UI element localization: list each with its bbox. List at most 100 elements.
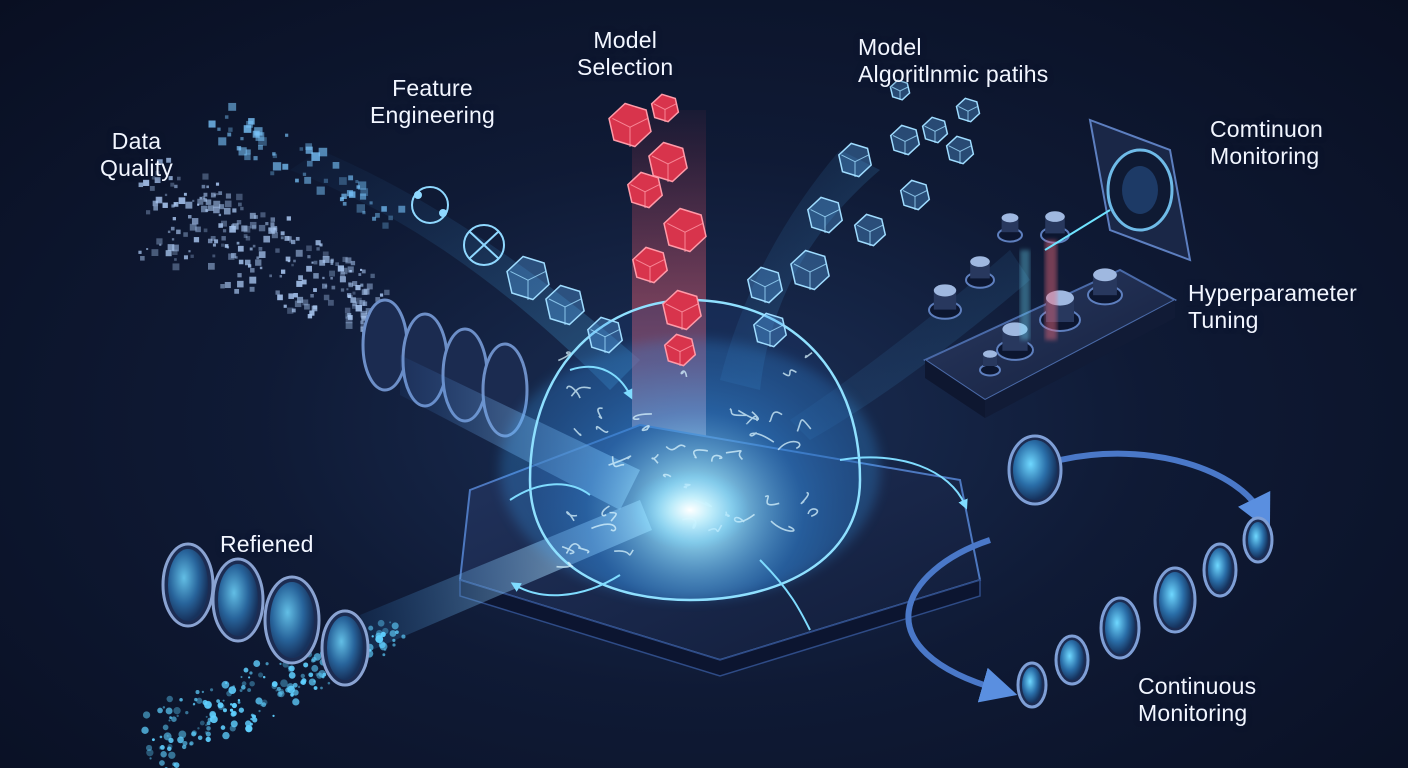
refined-particle <box>178 730 187 739</box>
data-particle <box>355 297 362 305</box>
feature-particle <box>362 211 366 215</box>
label-data-quality-line1: Data <box>111 128 162 154</box>
refined-particle <box>311 664 319 672</box>
label-monitoring-top-line2: Monitoring <box>1210 143 1320 169</box>
refined-particle <box>371 635 374 638</box>
feature-particle <box>382 222 389 229</box>
feature-particle <box>246 120 254 128</box>
label-continuous-monitoring-line1: Continuous <box>1138 673 1257 699</box>
feature-particle <box>375 212 380 218</box>
refined-particle <box>220 725 226 730</box>
feature-particle <box>244 153 251 161</box>
feature-particle <box>305 143 313 150</box>
refined-particle <box>232 685 236 688</box>
data-particle <box>249 286 255 292</box>
refined-particle <box>297 685 301 689</box>
refined-particle <box>301 678 307 684</box>
data-particle <box>345 322 353 329</box>
refined-particle <box>401 634 406 639</box>
data-particle <box>232 208 237 213</box>
polyhedron-icon <box>889 79 911 101</box>
refined-particle <box>389 630 397 637</box>
refined-particle <box>204 700 213 709</box>
data-particle <box>384 289 390 296</box>
refined-particle <box>216 699 220 703</box>
refined-particle <box>265 662 269 666</box>
refined-particle <box>253 660 261 667</box>
refined-particle <box>308 672 314 678</box>
feature-particle <box>388 215 393 221</box>
refined-particle <box>238 707 245 713</box>
brain-fold <box>807 508 819 517</box>
data-particle <box>307 314 313 319</box>
data-particle <box>172 263 180 271</box>
data-particle <box>291 308 296 313</box>
refined-particle <box>205 736 211 743</box>
refined-particle <box>191 731 197 737</box>
refined-particle <box>162 724 169 731</box>
data-particle <box>210 236 216 241</box>
refined-particle <box>231 702 238 709</box>
data-particle <box>254 215 258 219</box>
data-particle <box>265 222 269 226</box>
refined-particle <box>391 622 399 630</box>
data-particle <box>361 269 366 274</box>
refined-particle <box>229 708 234 712</box>
brain-fold <box>710 454 723 462</box>
data-particle <box>146 248 149 251</box>
refined-particle <box>276 686 281 691</box>
refined-particle <box>313 680 316 683</box>
monitoring-disc-face <box>1105 602 1135 654</box>
feature-node-icons <box>411 186 505 266</box>
brain-fold <box>745 415 758 425</box>
refined-particle <box>168 751 176 759</box>
refined-particle <box>217 702 224 709</box>
refined-particle <box>146 749 154 757</box>
refined-particle <box>241 681 247 686</box>
data-particle <box>167 230 171 234</box>
brain-fold <box>693 449 708 459</box>
data-particle <box>230 252 237 259</box>
data-particle <box>309 310 315 316</box>
data-particle <box>203 228 208 233</box>
refined-particle <box>176 714 179 718</box>
refined-particle <box>257 672 264 678</box>
refined-particle <box>151 738 155 742</box>
data-particle <box>345 316 353 324</box>
refined-particle <box>163 732 172 741</box>
data-particle <box>351 303 357 309</box>
data-particle <box>243 225 251 233</box>
data-particle <box>270 217 276 222</box>
feature-particle <box>342 201 347 206</box>
feature-particle <box>272 153 278 159</box>
refined-particle <box>261 702 267 708</box>
polyhedron-icon <box>650 93 680 123</box>
refined-particle <box>191 730 197 736</box>
data-particle <box>249 212 256 219</box>
brain-fold <box>573 427 582 437</box>
data-particle <box>220 284 225 289</box>
label-data-quality-line2: Quality <box>100 155 173 181</box>
data-particle <box>294 300 302 308</box>
refined-particle <box>249 671 253 675</box>
data-particle <box>329 270 336 277</box>
refined-particle <box>279 662 282 666</box>
brain-fold <box>782 369 797 377</box>
refined-particle <box>237 698 241 702</box>
feature-particle <box>254 127 263 136</box>
brain-fold <box>680 370 688 378</box>
feature-particle <box>270 171 275 176</box>
data-particle <box>224 244 229 248</box>
label-model-selection-line2: Selection <box>577 54 674 80</box>
label-continuous-monitoring: Continuous Monitoring <box>1138 673 1256 727</box>
data-particle <box>164 193 168 197</box>
data-particle <box>319 259 326 266</box>
data-particle <box>331 285 336 290</box>
data-particle <box>360 310 368 318</box>
data-particle <box>322 276 325 280</box>
refined-particle <box>222 699 225 702</box>
data-particle <box>360 268 363 271</box>
refined-particle <box>379 642 388 651</box>
refined-particle <box>292 689 299 696</box>
